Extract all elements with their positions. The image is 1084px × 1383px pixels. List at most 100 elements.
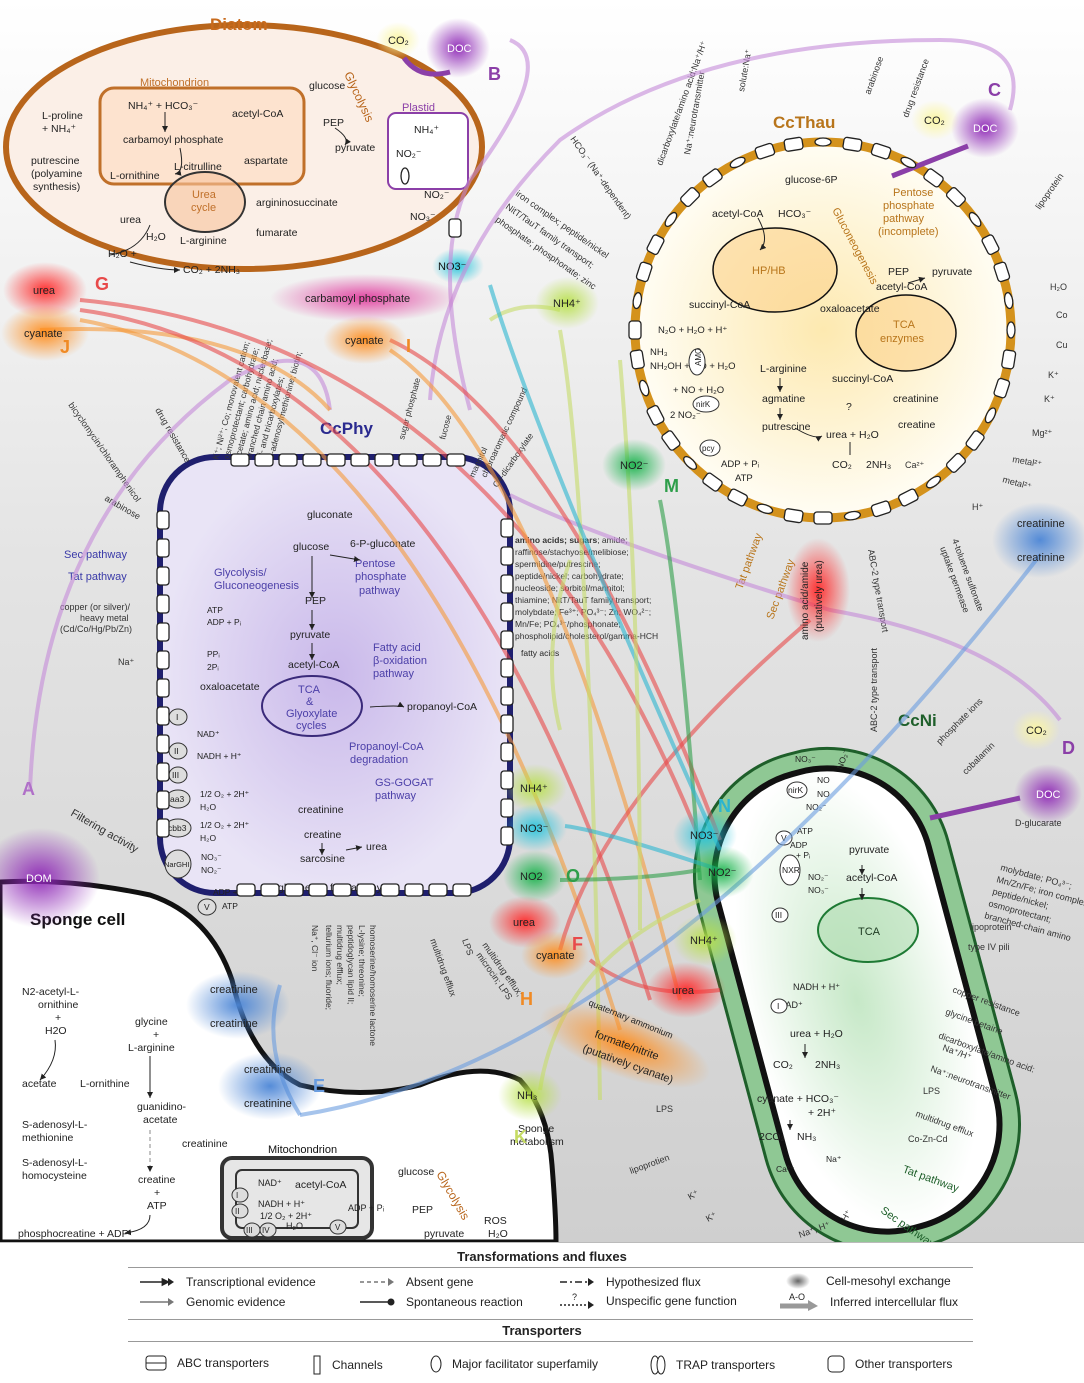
svg-text:V: V — [781, 833, 787, 843]
svg-text:H₂O: H₂O — [200, 833, 216, 843]
ccphy-pathways: TCA & Glyoxylate cycles Glycolysis/ Gluc… — [214, 558, 434, 802]
svg-text:TCA: TCA — [298, 684, 321, 696]
membrane-transporters — [156, 136, 1017, 897]
diatom-co2: CO₂ — [388, 35, 409, 47]
svg-text:ornithine: ornithine — [38, 999, 78, 1011]
blob-urea-3: urea — [672, 985, 695, 997]
svg-text:Fatty acid: Fatty acid — [373, 642, 421, 654]
svg-text:glucose: glucose — [293, 541, 329, 553]
ccthau-enzymes: AMO nirK pcy — [688, 348, 721, 457]
legend-hypothesized: Hypothesized flux — [560, 1275, 701, 1289]
abc-transporter — [356, 883, 376, 897]
svg-text:NO₂⁻: NO₂⁻ — [396, 148, 421, 160]
svg-text:pyruvate: pyruvate — [849, 844, 889, 856]
abc-transporter — [981, 234, 1000, 256]
abc-transporter — [661, 430, 681, 451]
svg-text:I: I — [176, 712, 178, 722]
svg-text:L-arginine: L-arginine — [760, 363, 807, 375]
svg-text:+: + — [154, 1187, 160, 1199]
svg-text:HCO₃⁻: HCO₃⁻ — [778, 208, 811, 220]
abc-transporter — [965, 430, 985, 451]
abc-transporter — [284, 883, 304, 897]
svg-text:ATP: ATP — [147, 1200, 167, 1212]
legend: Transformations and fluxes Transcription… — [0, 1242, 1084, 1383]
svg-text:acetate: acetate — [143, 1114, 178, 1126]
mfs-transporter — [814, 137, 832, 147]
svg-text:spermidine/putrescine;: spermidine/putrescine; — [515, 559, 601, 569]
svg-text:NAD⁺: NAD⁺ — [258, 1178, 282, 1188]
abc-transporter — [870, 500, 892, 518]
blob-creatinine-1b: creatinine — [1017, 552, 1065, 564]
ccthau-title: CcThau — [773, 113, 835, 132]
blob-cyanate-2: cyanate — [345, 335, 384, 347]
legend-spontaneous: Spontaneous reaction — [360, 1295, 523, 1309]
svg-text:creatinine: creatinine — [893, 393, 939, 405]
svg-text:cycles: cycles — [296, 720, 327, 732]
abc-transporter — [702, 472, 723, 492]
svg-text:H₂O: H₂O — [146, 231, 166, 243]
svg-text:H₂O: H₂O — [200, 802, 216, 812]
ccthau-co2: CO₂ — [924, 115, 945, 127]
svg-text:CO₂ + 2NH₃: CO₂ + 2NH₃ — [183, 264, 240, 276]
svg-text:fatty acids: fatty acids — [521, 648, 559, 658]
svg-text:I: I — [236, 1191, 238, 1200]
svg-text:carbamoyl phosphate: carbamoyl phosphate — [123, 134, 224, 146]
svg-text:glycine: glycine — [135, 1016, 168, 1028]
abc-transporter — [842, 136, 863, 152]
svg-text:Mg²⁺: Mg²⁺ — [1032, 428, 1052, 438]
svg-text:6-P-gluconate: 6-P-gluconate — [350, 538, 416, 550]
svg-text:metabolism: metabolism — [510, 1136, 564, 1148]
abc-transporter — [254, 453, 274, 467]
ccni-doc: DOC — [1036, 789, 1061, 801]
svg-text:Na⁺, Cl⁻ ion: Na⁺, Cl⁻ ion — [310, 925, 320, 972]
svg-text:acetate: acetate — [22, 1078, 57, 1090]
svg-text:aspartate: aspartate — [244, 155, 288, 167]
svg-text:ADP + Pᵢ: ADP + Pᵢ — [721, 459, 760, 470]
svg-text:Propanoyl-CoA: Propanoyl-CoA — [349, 741, 424, 753]
ccthau-tca-label-2: enzymes — [880, 333, 925, 345]
svg-text:K⁺: K⁺ — [1048, 370, 1059, 380]
abc-transporter — [1001, 349, 1017, 370]
abc-transporter — [332, 883, 352, 897]
svg-text:Pentose: Pentose — [355, 558, 395, 570]
ccphy-tca-cycle — [261, 675, 363, 737]
svg-text:N2-acetyl-L-: N2-acetyl-L- — [22, 986, 80, 998]
flux-letter-j: J — [60, 337, 70, 357]
svg-text:NO₃⁻: NO₃⁻ — [808, 885, 829, 895]
svg-text:AMO: AMO — [694, 348, 703, 366]
abc-transporter — [260, 883, 280, 897]
svg-text:Gluconeogenesis: Gluconeogenesis — [214, 580, 300, 592]
svg-text:acetyl-CoA: acetyl-CoA — [846, 872, 897, 884]
svg-text:Pentose: Pentose — [893, 187, 933, 199]
svg-text:PEP: PEP — [305, 595, 326, 607]
svg-text:NO₂⁻: NO₂⁻ — [424, 189, 449, 201]
abc-transporter — [813, 511, 833, 525]
ccthau-ppp: Pentose phosphate pathway (incomplete) — [878, 187, 939, 238]
abc-transporter — [500, 546, 514, 566]
svg-text:H₂O: H₂O — [1050, 282, 1067, 292]
abc-transporter — [500, 630, 514, 650]
legend-intercellular: A-O Inferred intercellular flux — [780, 1293, 959, 1311]
svg-text:tellurium ions; fluoride;: tellurium ions; fluoride; — [324, 925, 334, 1010]
abc-transporter — [452, 883, 472, 897]
svg-text:pathway: pathway — [375, 790, 416, 802]
abc-transporter — [156, 762, 170, 782]
abc-transporter — [635, 261, 653, 283]
svg-text:H2O: H2O — [45, 1025, 67, 1037]
svg-text:Co: Co — [1056, 310, 1068, 320]
ccthau-tca — [855, 294, 957, 372]
svg-text:PPᵢ: PPᵢ — [207, 649, 220, 659]
abc-transporter — [500, 826, 514, 846]
svg-text:K⁺: K⁺ — [704, 1210, 719, 1224]
svg-text:ADP + Pᵢ: ADP + Pᵢ — [348, 1203, 384, 1213]
abc-transporter — [646, 404, 665, 426]
svg-text:L-ornithine: L-ornithine — [110, 170, 160, 182]
svg-text:putrescine: putrescine — [31, 155, 80, 167]
svg-text:creatine: creatine — [898, 419, 936, 431]
svg-text:L-proline: L-proline — [42, 110, 83, 122]
svg-text:2Pᵢ: 2Pᵢ — [207, 662, 219, 672]
svg-text:urea + H₂O: urea + H₂O — [790, 1028, 843, 1040]
svg-text:NADH + H⁺: NADH + H⁺ — [197, 751, 241, 761]
abc-transporter — [702, 168, 723, 188]
flux-letter-o: O — [566, 866, 580, 886]
